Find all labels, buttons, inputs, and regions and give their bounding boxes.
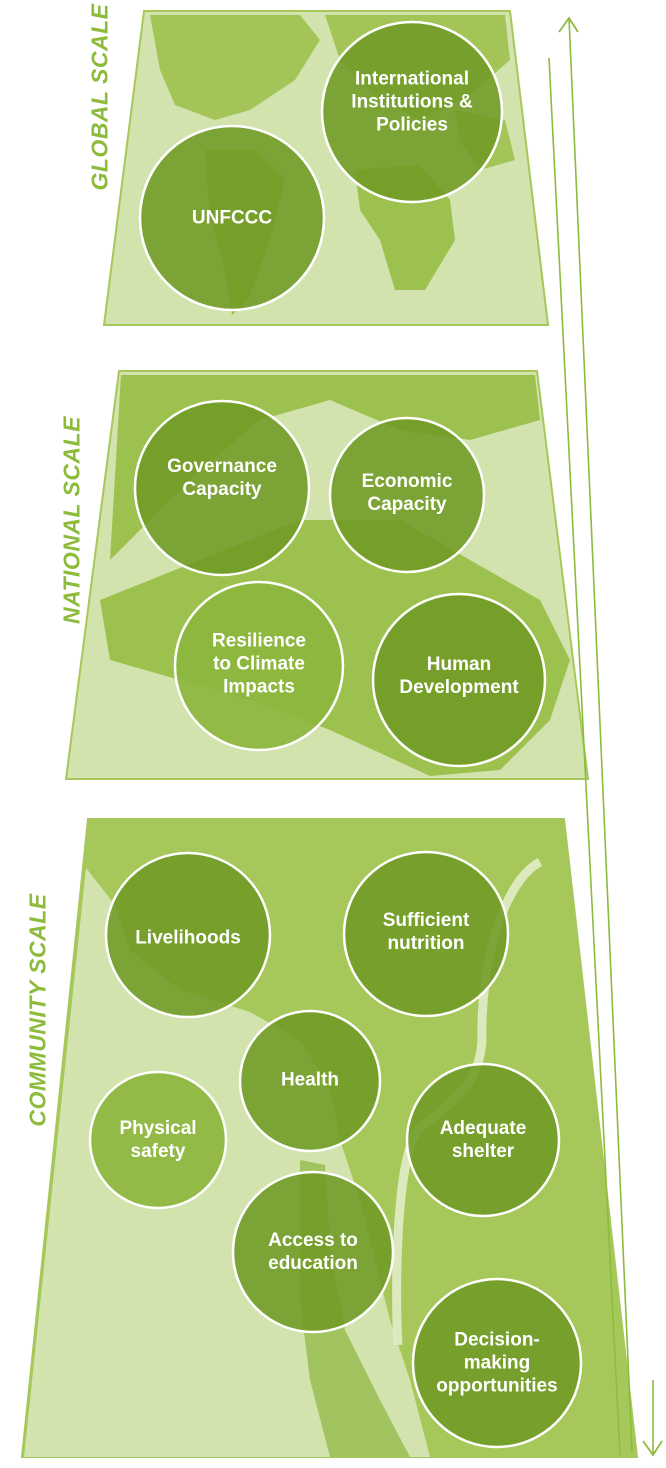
circle-label-resilience: Resilience to Climate Impacts: [212, 630, 306, 698]
circle-economic-capacity: [328, 416, 486, 574]
circle-label-livelihoods: Livelihoods: [135, 927, 241, 949]
circle-label-human-development: Human Development: [399, 654, 519, 698]
circle-international-institutions: [320, 20, 504, 204]
national-scale-label: NATIONAL SCALE: [58, 415, 85, 625]
circle-label-international-institutions: International Institutions & Policies: [351, 68, 473, 136]
circle-label-decision-making: Decision- making opportunities: [436, 1329, 558, 1397]
circle-unfccc: [138, 124, 326, 312]
circle-layer: [88, 20, 583, 1449]
circle-physical-safety: [88, 1070, 228, 1210]
circle-human-development: [371, 592, 547, 768]
circle-label-adequate-shelter: Adequate shelter: [439, 1118, 527, 1162]
scale-arrows: [548, 16, 663, 1457]
circle-resilience: [173, 580, 345, 752]
circle-decision-making: [411, 1277, 583, 1449]
circle-adequate-shelter: [405, 1062, 561, 1218]
circle-sufficient-nutrition: [342, 850, 510, 1018]
community-scale-label: COMMUNITY SCALE: [24, 893, 51, 1127]
circle-label-sufficient-nutrition: Sufficient nutrition: [382, 910, 470, 954]
circle-health: [238, 1009, 382, 1153]
circle-access-to-education: [231, 1170, 395, 1334]
circle-label-physical-safety: Physical safety: [119, 1118, 197, 1162]
circle-livelihoods: [104, 851, 272, 1019]
circle-label-unfccc: UNFCCC: [191, 207, 273, 229]
circle-label-health: Health: [280, 1069, 340, 1091]
up-arrow-icon: [558, 16, 579, 33]
circle-governance-capacity: [133, 399, 311, 577]
circle-label-governance-capacity: Governance Capacity: [167, 456, 277, 500]
circle-label-access-to-education: Access to education: [268, 1230, 358, 1274]
global-scale-label: GLOBAL SCALE: [86, 3, 113, 191]
circle-label-economic-capacity: Economic Capacity: [361, 471, 453, 515]
